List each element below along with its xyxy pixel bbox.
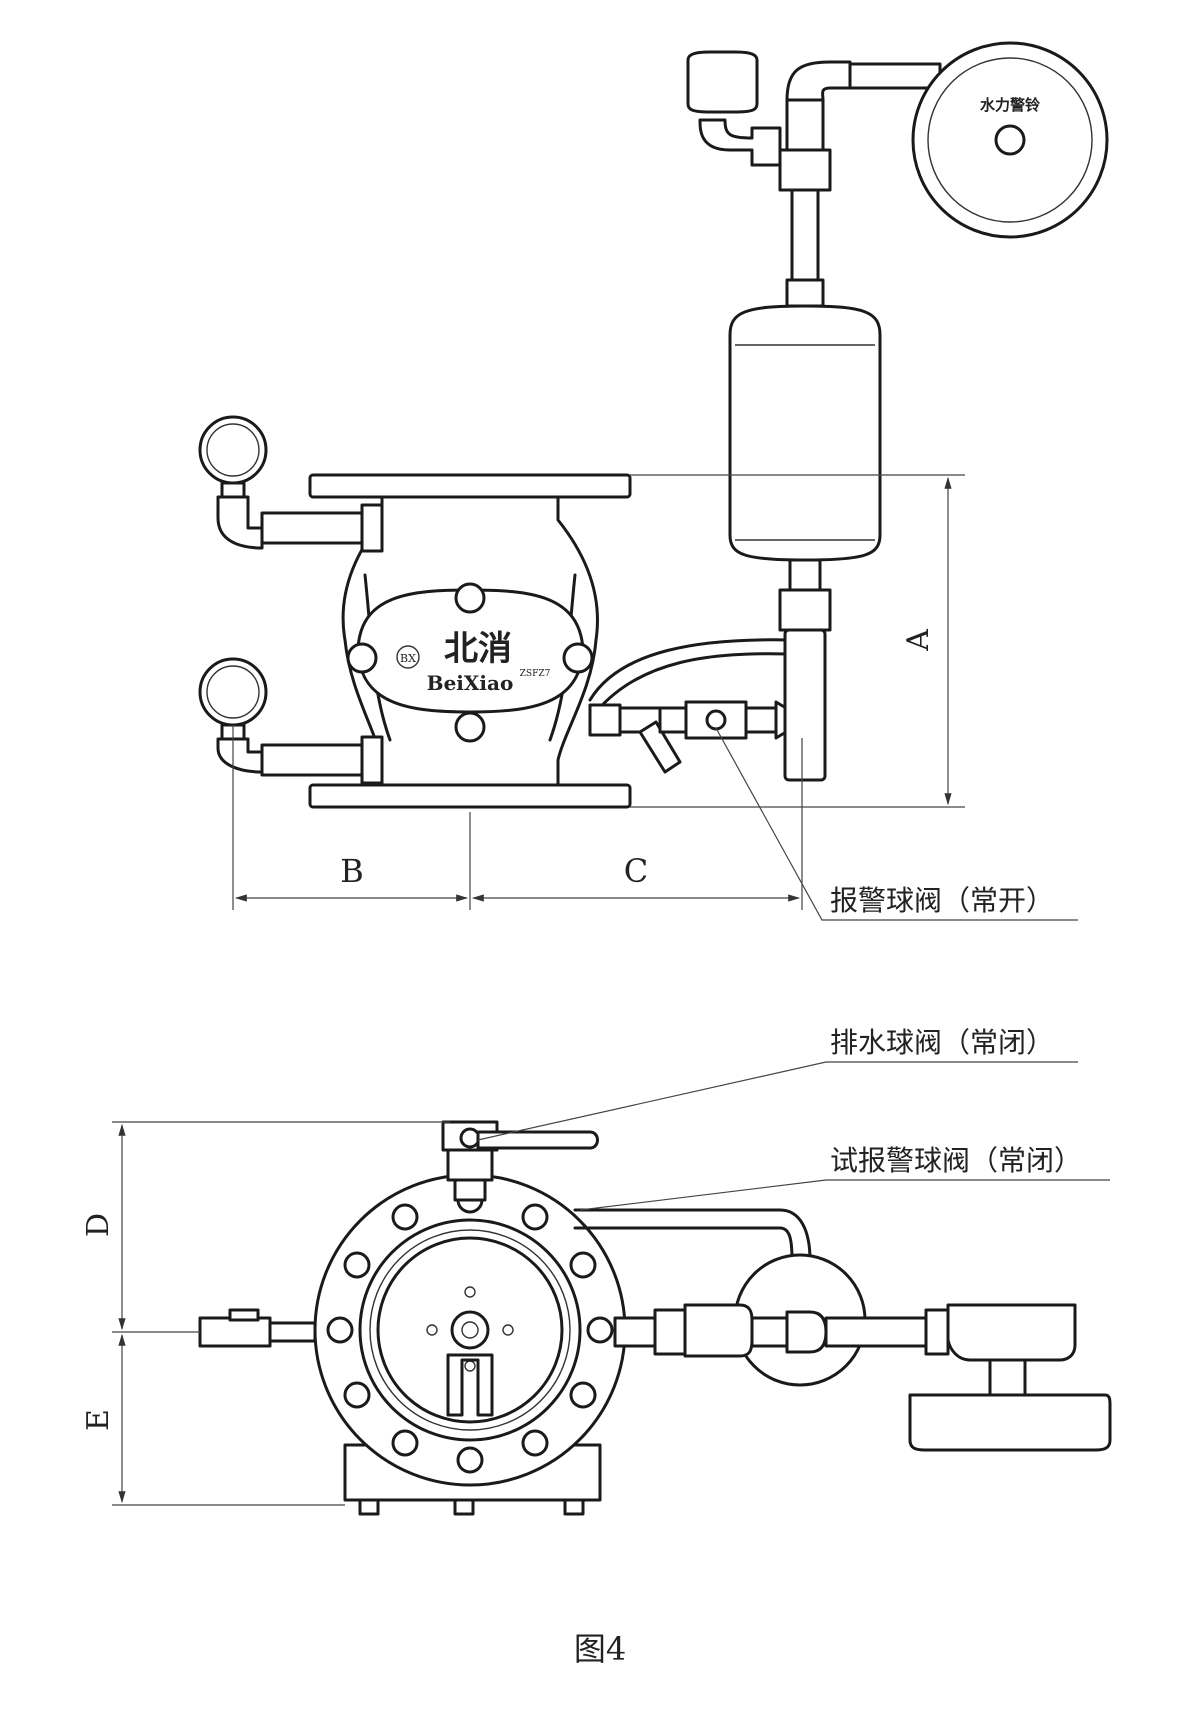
flange-bolt-holes — [326, 1186, 614, 1474]
lower-pressure-gauge — [198, 657, 384, 785]
figure-caption: 图4 — [574, 1630, 626, 1668]
drain-valve-callout: 排水球阀（常闭） — [477, 1026, 1078, 1141]
alarm-valve-label: 报警球阀（常开） — [830, 884, 1054, 917]
dimension-a: A — [630, 474, 965, 808]
bell-label: 水力警铃 — [980, 96, 1041, 114]
dimension-b-c: B C — [232, 725, 803, 910]
end-trim-piping — [573, 1208, 1112, 1452]
test-valve-callout: 试报警球阀（常闭） — [579, 1144, 1110, 1211]
logo-mark: BX — [400, 652, 416, 665]
dim-c-label: C — [624, 852, 648, 890]
drain-valve-label: 排水球阀（常闭） — [830, 1026, 1054, 1059]
dimension-d-e: D E — [81, 1121, 450, 1506]
test-valve-label: 试报警球阀（常闭） — [830, 1144, 1082, 1177]
alarm-line-piping — [588, 558, 832, 782]
dim-d-label: D — [81, 1213, 116, 1237]
alarm-valve-callout: 报警球阀（常开） — [715, 727, 1078, 921]
retard-chamber — [728, 304, 882, 562]
logo-en: BeiXiao — [427, 671, 514, 695]
drain-ball-valve — [441, 1120, 599, 1202]
alarm-check-valve-body: BX 北消 BeiXiao ZSFZ7 — [308, 473, 632, 809]
side-gauge-connection — [198, 1308, 317, 1348]
hydraulic-alarm-bell: 水力警铃 — [911, 41, 1109, 239]
dim-b-label: B — [340, 852, 364, 890]
logo-cn: 北消 — [444, 629, 512, 669]
side-elevation-view: BX 北消 BeiXiao ZSFZ7 — [198, 41, 1109, 921]
dim-a-label: A — [901, 629, 936, 652]
end-elevation-view: 排水球阀（常闭） 试报警球阀（常闭） D E — [81, 1026, 1112, 1516]
bell-line-piping — [686, 50, 942, 308]
upper-pressure-gauge — [198, 415, 384, 553]
logo-code: ZSFZ7 — [520, 669, 551, 679]
dim-e-label: E — [81, 1409, 116, 1431]
end-flange — [313, 1173, 627, 1487]
